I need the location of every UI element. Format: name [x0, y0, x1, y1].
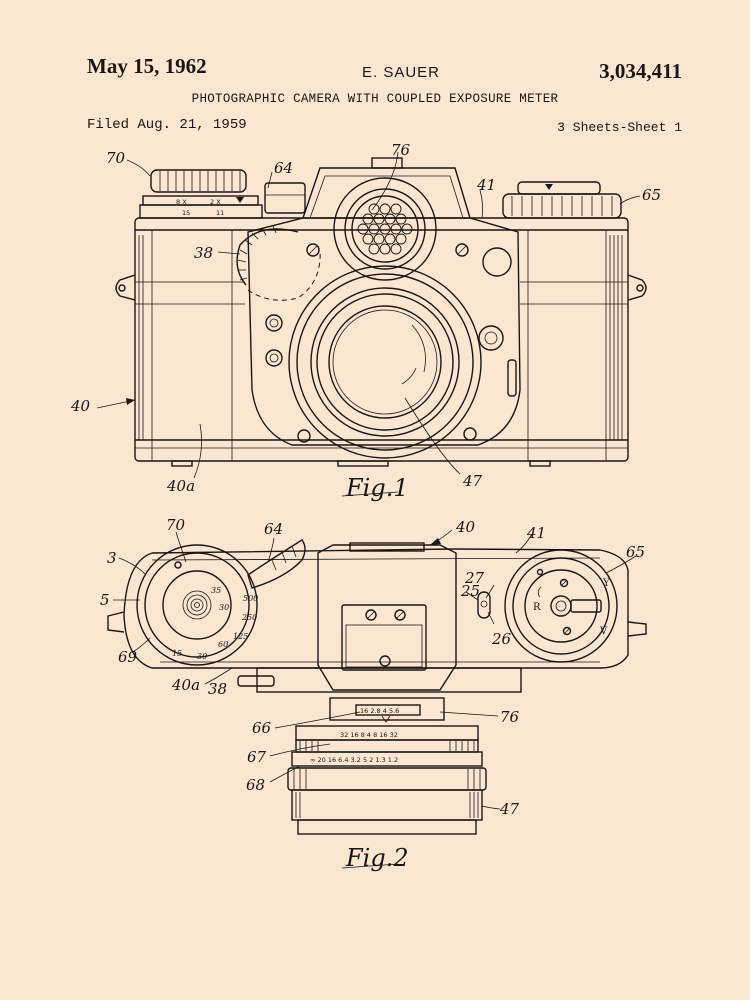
dial-number-30b: 30	[197, 652, 207, 661]
filed-date: Filed Aug. 21, 1959	[87, 117, 247, 133]
patent-title: PHOTOGRAPHIC CAMERA WITH COUPLED EXPOSUR…	[191, 92, 559, 106]
ref2-40: 40	[455, 518, 476, 536]
ref2-64: 64	[264, 520, 283, 538]
fig1-caption: Fig.1	[345, 474, 409, 502]
fig1-caption-underline	[341, 491, 399, 497]
scale-66: 16 2.8 4 5.6	[360, 707, 399, 715]
fig1-leaders	[96, 151, 641, 479]
sheet-count: 3 Sheets-Sheet 1	[557, 120, 682, 135]
ref2-41: 41	[526, 524, 546, 542]
dial-number-35: 35	[211, 586, 221, 595]
svg-text:15: 15	[182, 209, 190, 217]
patent-number: 3,034,411	[599, 59, 682, 83]
ref2-40a: 40a	[171, 676, 200, 694]
fig2-caption-underline	[341, 863, 399, 869]
fig1-camera-front: 8 X 2 X 15 11	[115, 157, 647, 467]
dial-number-500: 500	[243, 594, 258, 603]
rewind-letter-r: R	[533, 602, 541, 613]
ref-70: 70	[106, 149, 126, 167]
ref-64: 64	[274, 159, 293, 177]
scale-68: ∞ 20 16 6.4 3.2 5 2 1.3 1.2	[310, 756, 398, 764]
ref2-70: 70	[166, 516, 186, 534]
ref-65: 65	[642, 186, 661, 204]
ref-38: 38	[194, 244, 213, 262]
ref2-66: 66	[252, 719, 272, 737]
fig2-dial-numbers: 35 30 60 125 250 500 15 30	[172, 586, 258, 661]
rewind-letter-v: V	[599, 626, 608, 637]
ref2-47: 47	[499, 800, 520, 818]
patent-date: May 15, 1962	[87, 54, 207, 78]
ref-40a: 40a	[166, 477, 195, 495]
ref2-25: 25	[460, 582, 480, 600]
ref-47: 47	[462, 472, 483, 490]
rewind-letter-y: Y	[602, 578, 610, 589]
inventor-name: E. SAUER	[362, 64, 441, 81]
ref2-38: 38	[208, 680, 227, 698]
ref-41: 41	[476, 176, 496, 194]
ref2-68: 68	[246, 776, 265, 794]
svg-text:8 X: 8 X	[176, 198, 187, 206]
dial-number-15: 15	[172, 649, 182, 658]
ref2-26: 26	[491, 630, 512, 648]
scale-67: 32 16 8 4 8 16 32	[340, 731, 398, 739]
ref2-76: 76	[500, 708, 520, 726]
ref2-5: 5	[100, 591, 110, 609]
fig2-leaders	[112, 529, 637, 810]
svg-text:11: 11	[216, 209, 224, 217]
ref2-69: 69	[118, 648, 138, 666]
dial-number-125: 125	[233, 632, 248, 641]
dial-number-30: 30	[219, 603, 229, 612]
ref2-67: 67	[247, 748, 267, 766]
svg-text:2 X: 2 X	[210, 198, 221, 206]
dial-number-60: 60	[218, 640, 228, 649]
ref2-27: 27	[464, 569, 485, 587]
fig2-caption: Fig.2	[345, 844, 409, 872]
ref2-3: 3	[107, 549, 117, 567]
ref-40: 40	[70, 397, 91, 415]
ref-76: 76	[391, 141, 411, 159]
ref2-65: 65	[626, 543, 645, 561]
dial-number-250: 250	[241, 613, 257, 622]
